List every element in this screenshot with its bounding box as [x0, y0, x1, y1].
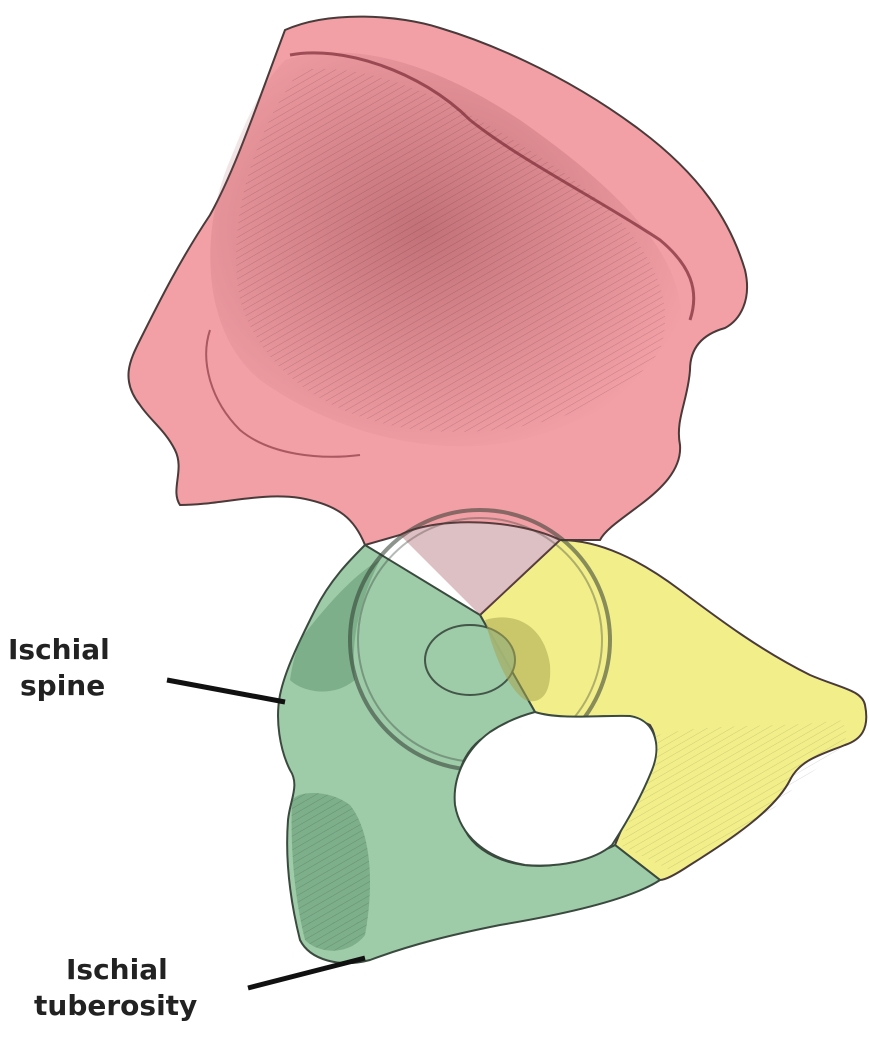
ischial-tuberosity-label-line1: Ischial — [34, 952, 197, 988]
ilium-region — [128, 17, 747, 545]
ischial-tuberosity-label-line2: tuberosity — [34, 988, 197, 1024]
ischial-spine-label-line2: spine — [8, 668, 110, 704]
ischial-spine-label-line1: Ischial — [8, 632, 110, 668]
ischial-tuberosity-label: Ischial tuberosity — [34, 952, 197, 1024]
ischial-spine-pointer — [167, 680, 285, 702]
ischial-tuberosity-pointer — [248, 958, 365, 988]
ischial-spine-label: Ischial spine — [8, 632, 110, 704]
